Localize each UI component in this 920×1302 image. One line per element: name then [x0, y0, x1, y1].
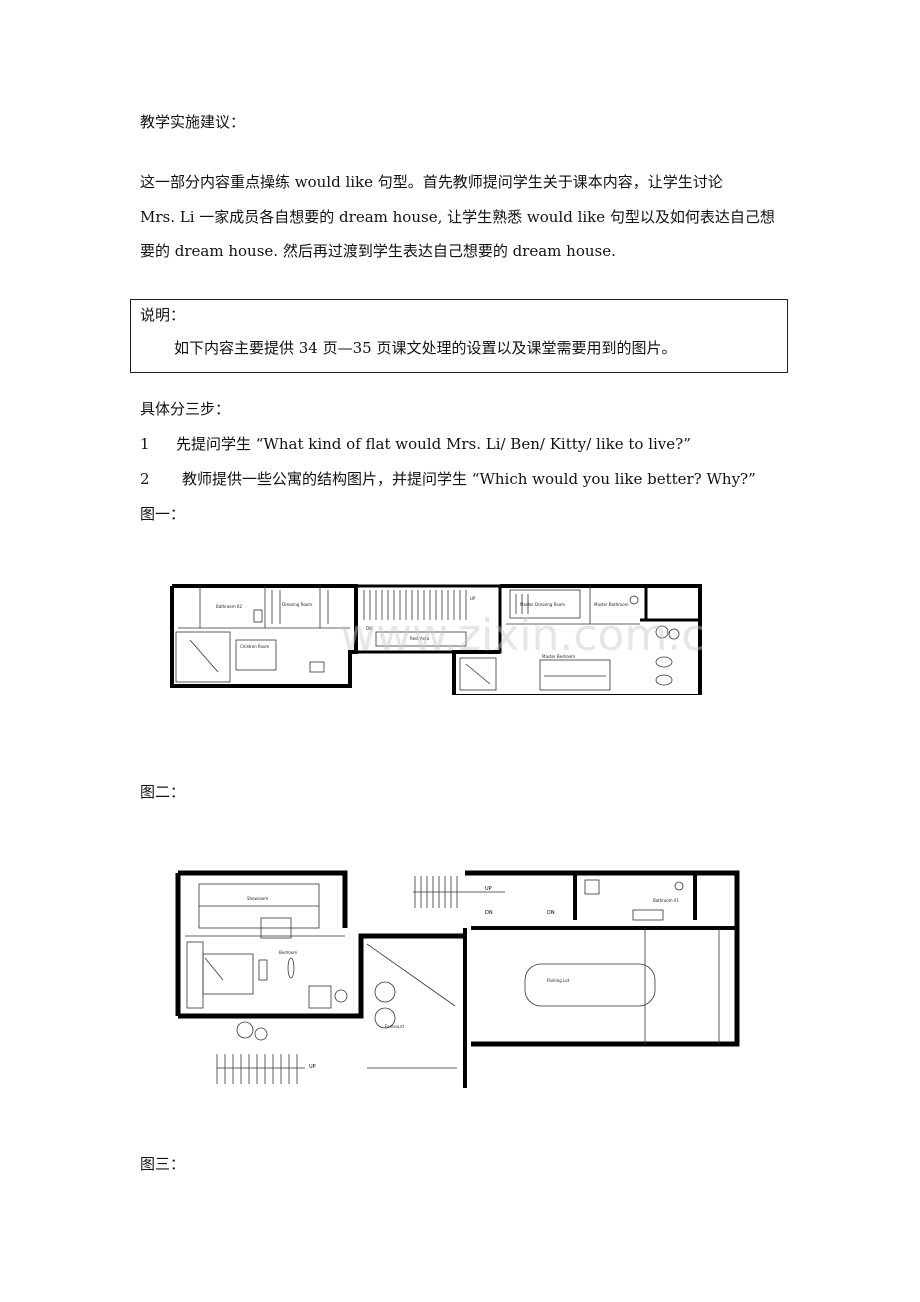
plan1-label-dn: DN	[366, 626, 372, 631]
plan1-label-master-dressing: Master Dressing Room	[520, 602, 565, 607]
plan1-label-bathroom: Bathroom 02	[216, 604, 242, 609]
note-box: 说明： 如下内容主要提供 34 页—35 页课文处理的设置以及课堂需要用到的图片…	[130, 299, 788, 373]
step-number-2: 2	[140, 470, 150, 488]
plan1-label-master-bathroom: Master Bathroom	[594, 602, 629, 607]
plan1-label-up: UP	[470, 596, 476, 601]
plan2-label-forecourt: Forecourt	[385, 1024, 404, 1029]
plan2-label-showroom: Showroom	[247, 896, 268, 901]
plan2-label-dn-1: DN	[485, 910, 493, 916]
steps-title: 具体分三步：	[140, 400, 231, 418]
step-text-2: 教师提供一些公寓的结构图片，并提问学生 “Which would you lik…	[182, 470, 756, 488]
paragraph-line-1: 这一部分内容重点操练 would like 句型。首先教师提问学生关于课本内容，…	[140, 173, 723, 191]
figure-3-label: 图三：	[140, 1155, 186, 1173]
plan2-label-up-1: UP	[485, 886, 492, 892]
figure-2-label: 图二：	[140, 783, 186, 801]
stairs	[363, 590, 467, 620]
paragraph-line-3: 要的 dream house. 然后再过渡到学生表达自己想要的 dream ho…	[140, 242, 616, 260]
plan2-label-dn-2: DN	[547, 910, 555, 916]
floor-plan-1: Bathroom 02 Dressing Room Children Room …	[170, 584, 702, 695]
plan2-label-bathroom: Bathroom 01	[653, 898, 679, 903]
floor-plan-2: Showroom Bedroom Forecourt Parking Lot B…	[175, 870, 740, 1088]
plan2-label-parking-lot: Parking Lot	[547, 978, 570, 983]
step-text-1: 先提问学生 “What kind of flat would Mrs. Li/ …	[176, 435, 691, 453]
plan1-label-rest-area: Rest Area	[410, 636, 430, 641]
step-number-1: 1	[140, 435, 150, 453]
plan1-label-dressing-room: Dressing Room	[282, 602, 312, 607]
note-title: 说明：	[140, 306, 186, 324]
plan1-label-master-bedroom: Master Bedroom	[542, 654, 575, 659]
stairs-top	[413, 876, 505, 908]
plan1-label-children-room: Children Room	[240, 644, 269, 649]
note-body: 如下内容主要提供 34 页—35 页课文处理的设置以及课堂需要用到的图片。	[174, 339, 677, 357]
paragraph-line-2: Mrs. Li 一家成员各自想要的 dream house, 让学生熟悉 wou…	[140, 208, 775, 226]
plan2-label-up-2: UP	[309, 1064, 316, 1070]
watermark: www.zixin.com.cn	[340, 610, 702, 661]
stairs-bottom	[216, 1054, 305, 1084]
figure-1-label: 图一：	[140, 505, 186, 523]
plan2-label-bedroom: Bedroom	[279, 950, 297, 955]
section-heading: 教学实施建议：	[140, 113, 246, 131]
